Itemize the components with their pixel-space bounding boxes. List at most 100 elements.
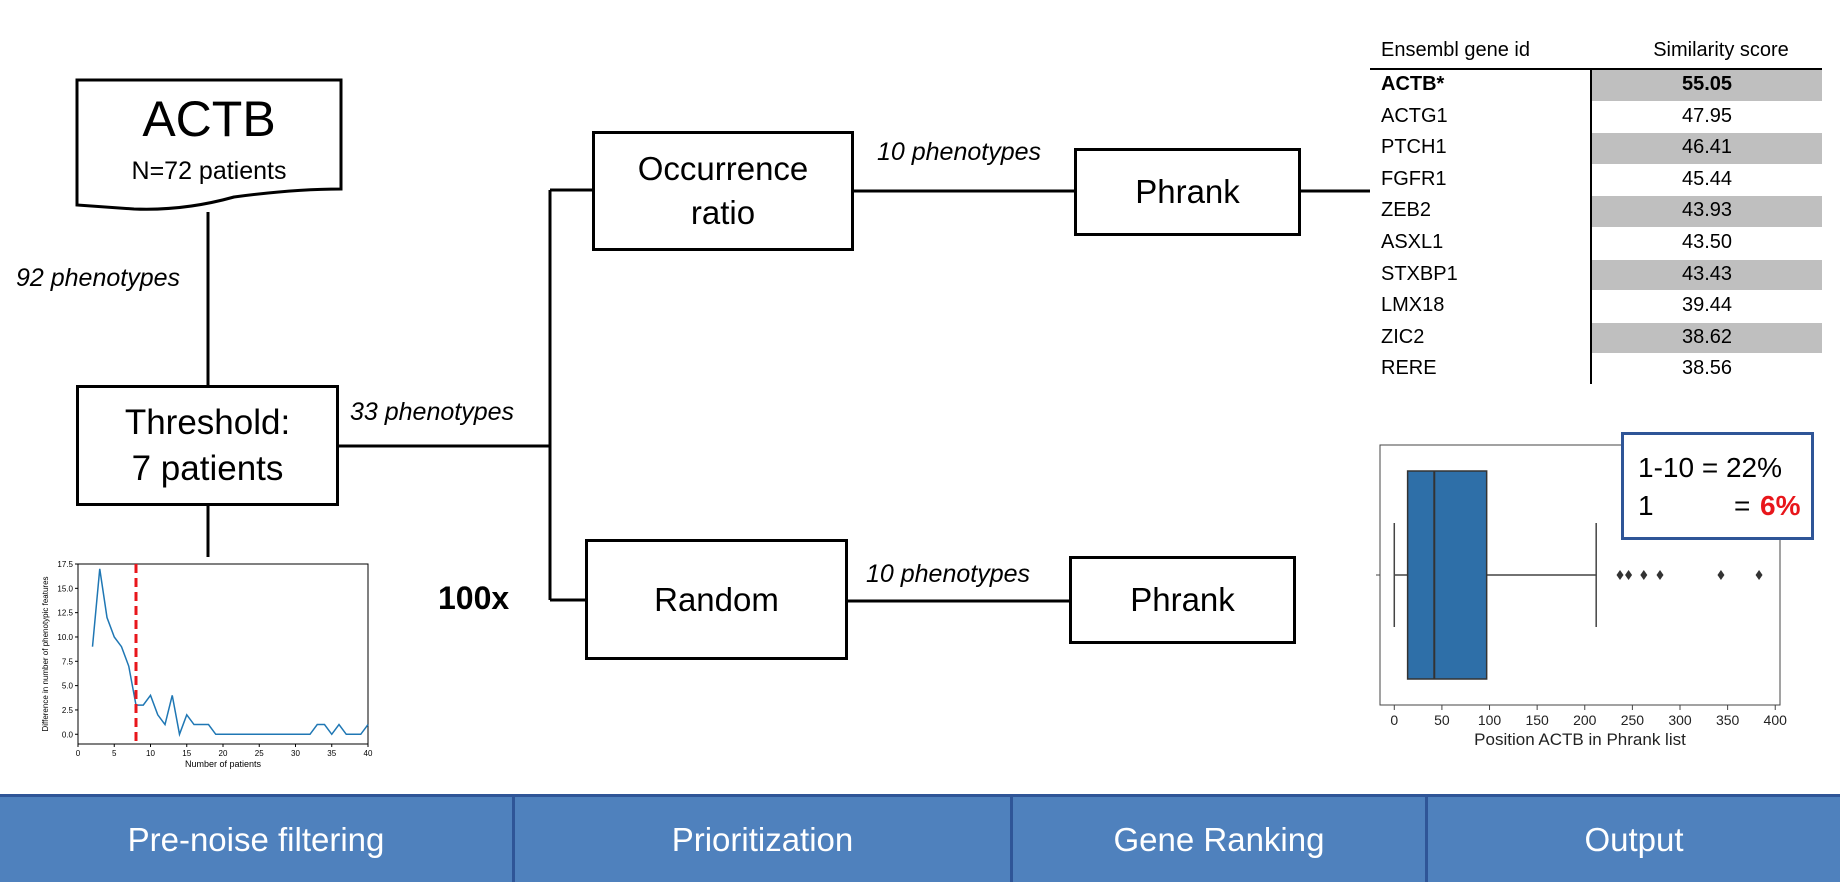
table-cell-gene: ACTG1 [1381,104,1448,127]
x-tick-label: 30 [291,749,300,758]
table-header-gene: Ensembl gene id [1381,39,1530,61]
outlier-point [1717,570,1725,580]
x-tick-label: 10 [146,749,155,758]
x-tick-label: 400 [1764,712,1788,728]
table-row-shade [1592,196,1822,227]
edge-label-92: 92 phenotypes [16,264,181,292]
source-gene-label: ACTB [142,91,276,147]
threshold-line-chart: 0 5 10 15 20 25 30 35 40 0.0 2.5 5.0 7.5 10.0 12.5 15.0… [41,560,373,769]
x-tick-label: 40 [364,749,373,758]
table-cell-score: 43.93 [1681,199,1733,222]
occurrence-ratio-box: Occurrence ratio [592,131,854,251]
phrank-bottom-label: Phrank [1130,581,1235,618]
y-tick-label: 17.5 [57,560,73,569]
x-tick-label: 35 [327,749,336,758]
phrank-box-top: Phrank [1074,148,1301,236]
edge-label-10-bottom: 10 phenotypes [866,560,1031,588]
outlier-point [1656,570,1664,580]
ranking-table: Ensembl gene id Similarity score ACTB* 55… [1370,36,1822,386]
y-tick-label: 15.0 [57,584,73,593]
edge-label-10-top: 10 phenotypes [877,138,1042,166]
table-cell-score: 38.62 [1681,325,1733,348]
x-tick-label: 150 [1525,712,1549,728]
outlier-point [1625,570,1633,580]
footer-divider-1 [512,797,515,882]
x-tick-label: 250 [1621,712,1645,728]
table-row-shade [1592,322,1822,354]
x-tick-label: 15 [182,749,191,758]
y-tick-label: 12.5 [57,609,73,618]
table-cell-gene: LMX18 [1381,294,1445,317]
random-label: Random [654,580,779,618]
table-cell-score: 45.44 [1681,167,1733,190]
x-tick-label: 25 [255,749,264,758]
table-cell-score: 43.43 [1681,262,1733,285]
table-row-shade [1592,259,1822,291]
y-tick-label: 5.0 [62,682,74,691]
footer-stage-prenoise: Pre-noise filtering [127,820,385,858]
stage-footer: Pre-noise filtering Prioritization Gene … [0,794,1840,882]
x-tick-label: 100 [1478,712,1502,728]
repeat-label: 100x [438,580,510,616]
table-cell-gene: ZIC2 [1381,325,1425,348]
threshold-box: Threshold: 7 patients [76,385,339,506]
table-cell-score: 38.56 [1681,357,1733,380]
outlier-point [1755,570,1763,580]
table-cell-gene: FGFR1 [1381,167,1447,190]
table-cell-gene: PTCH1 [1381,136,1447,159]
y-tick-label: 0.0 [62,730,74,739]
table-row-shade [1592,133,1822,164]
x-tick-label: 20 [219,749,228,758]
stats-line2-left: 1 [1638,490,1654,521]
table-cell-score: 46.41 [1681,136,1733,159]
x-tick-label: 5 [112,749,117,758]
outlier-point [1640,570,1648,580]
x-tick-label: 0 [76,749,81,758]
table-cell-gene: ASXL1 [1381,231,1444,253]
table-header-divider [1370,68,1822,70]
stats-line1: 1-10 = 22% [1638,452,1782,483]
stats-box: 1-10 = 22% 1 = 6% [1621,432,1814,540]
table-cell-score: 39.44 [1681,294,1733,317]
x-axis-label: Number of patients [185,759,262,769]
box-iqr [1406,470,1488,680]
table-cell-score: 55.05 [1681,73,1733,95]
x-tick-label: 200 [1573,712,1597,728]
footer-divider-2 [1010,797,1013,882]
x-tick-label: 0 [1390,712,1398,728]
y-tick-label: 10.0 [57,633,73,642]
table-cell-gene: ACTB* [1381,73,1445,95]
footer-stage-gene-ranking: Gene Ranking [1113,820,1325,858]
data-series-line [91,568,369,738]
footer-stage-output: Output [1584,820,1684,858]
table-cell-score: 47.95 [1681,104,1733,127]
threshold-line2: 7 patients [131,448,284,488]
phrank-top-label: Phrank [1135,173,1240,210]
x-tick-label: 350 [1716,712,1740,728]
table-row-shade [1592,70,1822,101]
y-tick-label: 2.5 [62,706,74,715]
footer-divider-3 [1425,797,1428,882]
plot-frame [77,563,369,745]
y-axis-label: Difference in number of phenotypic featu… [41,576,50,731]
threshold-line1: Threshold: [124,402,291,442]
table-header-score: Similarity score [1653,39,1789,61]
random-box: Random [585,539,848,660]
x-tick-label: 50 [1434,712,1450,728]
source-patient-count: N=72 patients [131,157,287,185]
footer-stage-prioritization: Prioritization [671,820,854,858]
table-cell-score: 43.50 [1681,231,1733,253]
edge-label-33: 33 phenotypes [350,398,515,426]
table-cell-gene: RERE [1381,357,1437,380]
x-axis-label: Position ACTB in Phrank list [1474,730,1686,749]
y-tick-label: 7.5 [62,657,74,666]
table-cell-gene: ZEB2 [1381,199,1432,222]
outlier-point [1616,570,1624,580]
table-cell-gene: STXBP1 [1381,262,1458,285]
stats-line2-value: 6% [1760,490,1801,521]
table-column-divider [1590,69,1592,384]
source-document-box [75,78,343,211]
stats-line2-eq: = [1734,490,1751,521]
